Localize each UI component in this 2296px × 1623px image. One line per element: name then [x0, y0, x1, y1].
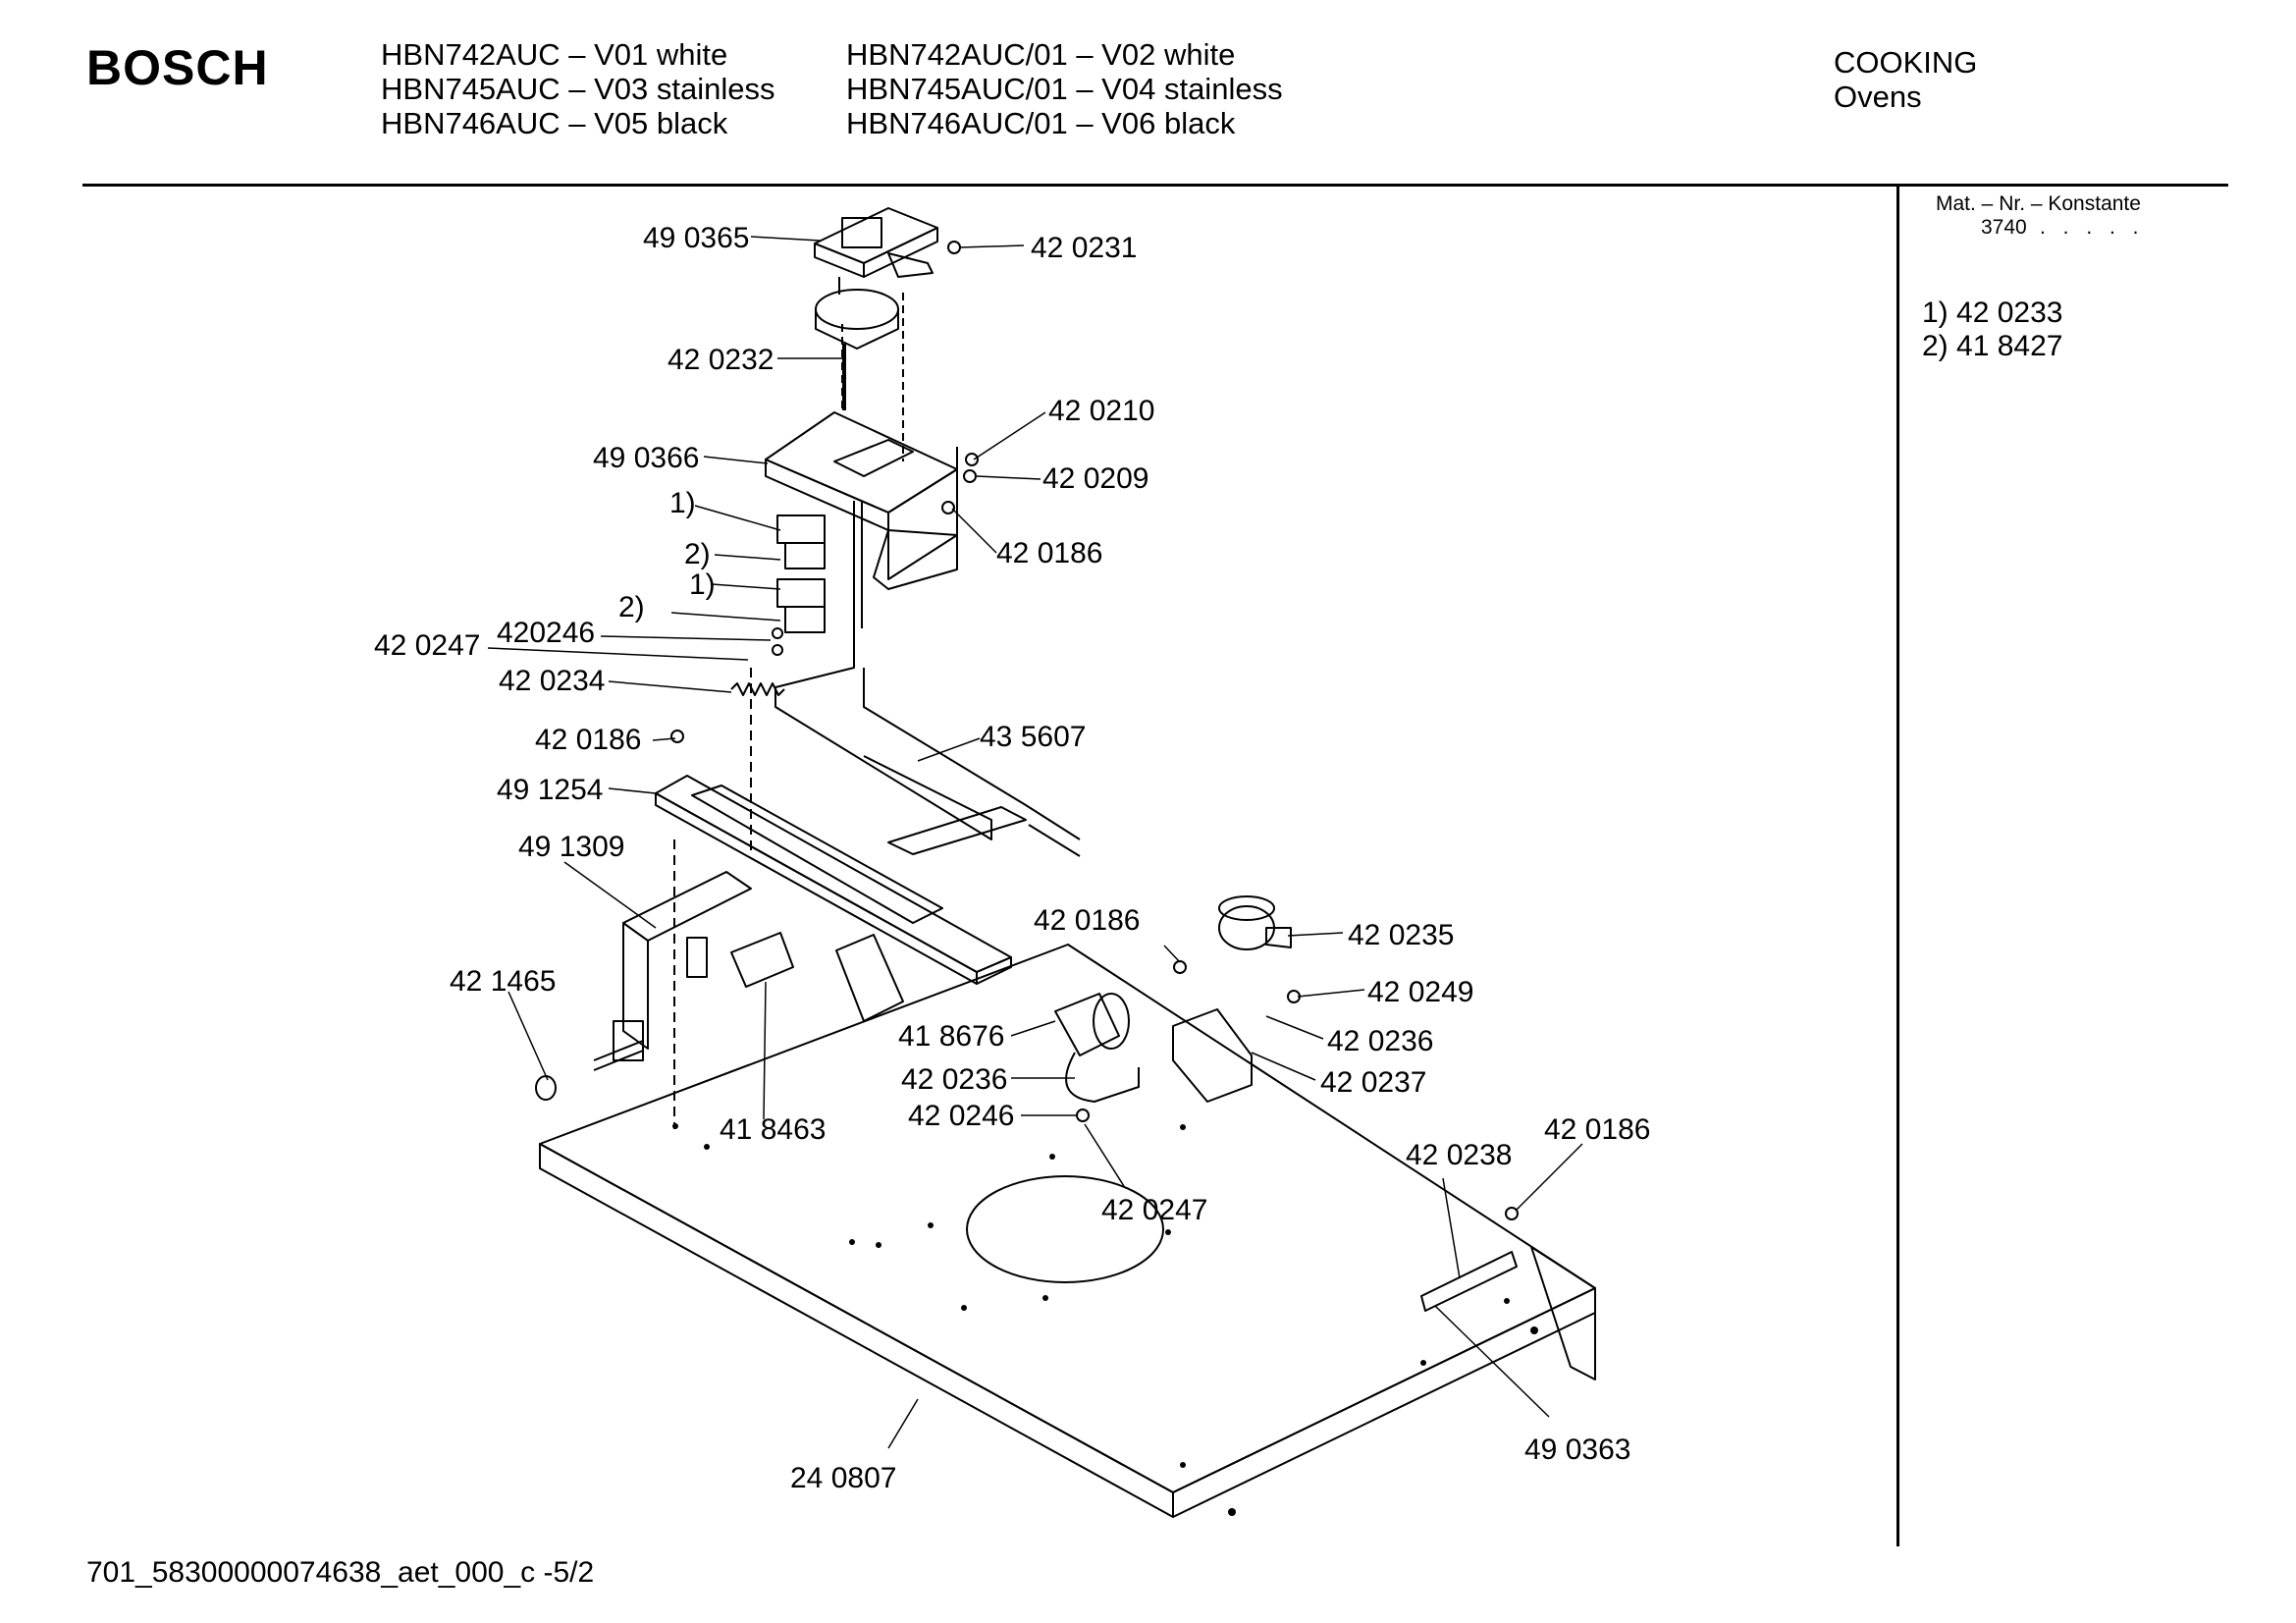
lock-switch	[730, 932, 794, 988]
leader-lines	[487, 236, 1583, 1449]
part-label: 420246	[497, 617, 595, 649]
timer-motor	[814, 207, 938, 350]
part-label: 42 0247	[374, 629, 480, 662]
part-label: 43 5607	[980, 721, 1086, 753]
part-label: 49 1254	[497, 774, 603, 806]
spring	[730, 682, 785, 696]
part-label: 1)	[689, 568, 716, 601]
part-labels: 49 0365 42 0231 42 0232 42 0210 49 0366 …	[374, 222, 1650, 1494]
micro-switches	[776, 514, 826, 633]
model-list-primary: HBN742AUC – V01 white HBN745AUC – V03 st…	[381, 37, 774, 140]
footnote-1: 1) 42 0233	[1922, 297, 2063, 329]
thermostat-clip	[1172, 1008, 1253, 1103]
footnote-2: 2) 41 8427	[1922, 330, 2063, 362]
part-label: 49 0365	[643, 222, 749, 254]
part-label: 42 0246	[908, 1100, 1014, 1132]
actuator-rod	[750, 501, 1081, 857]
part-label: 42 0249	[1367, 976, 1473, 1008]
part-label: 24 0807	[790, 1462, 896, 1494]
document-id: 701_58300000074638_aet_000_c -5/2	[86, 1556, 595, 1589]
part-label: 42 0231	[1031, 232, 1137, 264]
category-block: COOKING Ovens	[1834, 45, 1977, 114]
part-label: 42 0238	[1406, 1139, 1512, 1171]
part-label: 49 1309	[518, 831, 624, 863]
sensor-bracket	[1420, 1251, 1518, 1312]
part-label: 42 0210	[1048, 395, 1154, 427]
part-label: 41 8676	[898, 1020, 1004, 1053]
part-label: 2)	[618, 591, 645, 623]
model-line: HBN745AUC/01 – V04 stainless	[846, 72, 1283, 106]
model-line: HBN746AUC/01 – V06 black	[846, 106, 1236, 140]
part-label: 42 1465	[450, 965, 556, 998]
header-divider	[82, 184, 2228, 187]
subcategory-label: Ovens	[1834, 80, 1922, 114]
part-label: 42 0247	[1101, 1194, 1207, 1226]
plunger-guide	[835, 934, 904, 1022]
part-label: 42 0236	[1327, 1025, 1433, 1057]
part-label: 42 0186	[1544, 1113, 1650, 1146]
part-label: 42 0186	[996, 537, 1102, 569]
part-label: 42 0234	[499, 665, 605, 697]
part-label: 2)	[684, 538, 711, 570]
side-divider	[1896, 187, 1899, 1546]
mat-nr-value: 3740	[1981, 216, 2027, 239]
model-list-secondary: HBN742AUC/01 – V02 white HBN745AUC/01 – …	[846, 37, 1283, 140]
screws	[670, 241, 1519, 1220]
category-label: COOKING	[1834, 45, 1978, 80]
door-lock-assembly	[535, 839, 752, 1129]
part-label: 41 8463	[720, 1113, 826, 1146]
mat-nr-dots: . . . . .	[2040, 216, 2145, 239]
part-label: 42 0209	[1042, 462, 1148, 495]
part-label: 42 0237	[1320, 1066, 1426, 1099]
thermostat-lower	[1054, 993, 1140, 1103]
brand-logo: BOSCH	[86, 40, 269, 95]
thermostat-upper	[1218, 895, 1292, 950]
model-line: HBN742AUC – V01 white	[381, 37, 728, 72]
part-label: 42 0235	[1348, 919, 1454, 951]
model-line: HBN745AUC – V03 stainless	[381, 72, 775, 106]
part-label: 49 0366	[593, 442, 699, 474]
part-label: 42 0186	[535, 724, 641, 756]
part-label: 49 0363	[1524, 1434, 1630, 1466]
mat-nr-title: Mat. – Nr. – Konstante	[1936, 192, 2141, 215]
switch-bracket	[765, 293, 958, 590]
part-label: 1)	[669, 487, 696, 519]
part-label: 42 0236	[901, 1063, 1007, 1096]
part-label: 42 0232	[667, 344, 774, 376]
model-line: HBN742AUC/01 – V02 white	[846, 37, 1236, 72]
part-label: 42 0186	[1034, 904, 1140, 937]
slide-plate	[655, 775, 1012, 985]
base-plate	[539, 944, 1596, 1518]
model-line: HBN746AUC – V05 black	[381, 106, 728, 140]
